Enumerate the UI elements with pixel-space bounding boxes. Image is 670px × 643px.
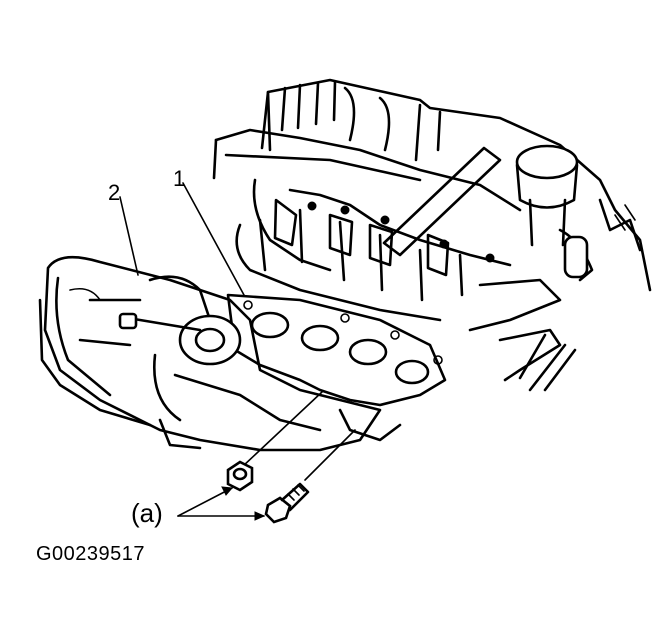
callout-fasteners: (a)	[131, 498, 163, 528]
figure-id: G00239517	[36, 543, 146, 565]
leader-bolt	[304, 429, 356, 481]
leader-part-1	[182, 182, 245, 296]
callout-part-2: 2	[108, 180, 121, 205]
manifold-gasket	[226, 293, 447, 407]
exhaust-manifold	[38, 255, 402, 452]
callout-a-arrow-nut	[177, 487, 233, 517]
engine-block	[212, 78, 652, 392]
arrowhead-nut	[221, 486, 234, 496]
nut	[226, 460, 254, 492]
leader-nut	[241, 391, 323, 468]
bolt	[264, 482, 310, 524]
callout-part-1: 1	[173, 166, 186, 191]
arrowhead-bolt	[254, 511, 266, 521]
leader-part-2	[119, 196, 139, 276]
